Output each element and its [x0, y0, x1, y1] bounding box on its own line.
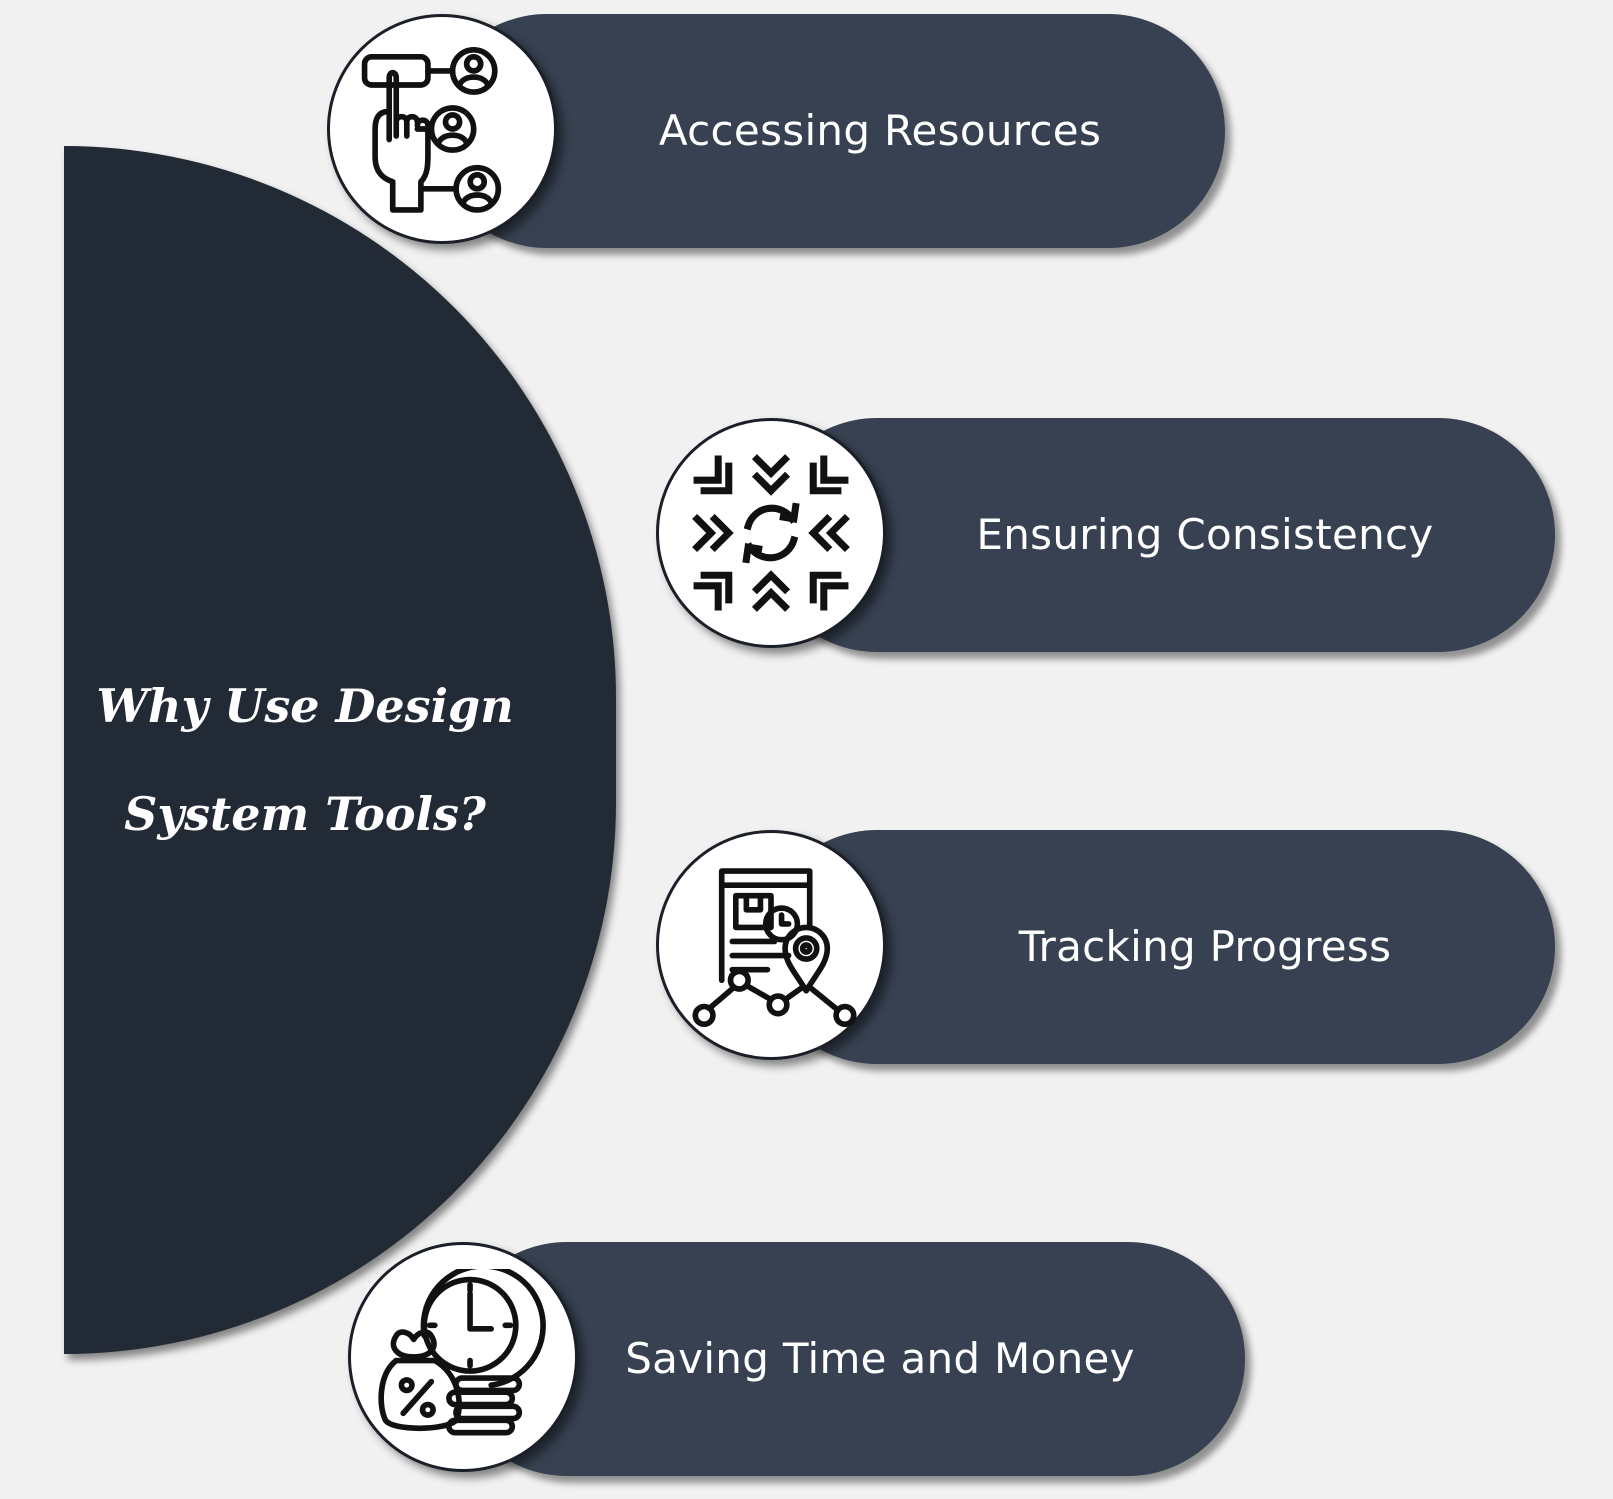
- item-label: Tracking Progress: [1018, 922, 1392, 971]
- resource-access-icon: [361, 46, 502, 213]
- title-line-2: System Tools?: [124, 787, 486, 841]
- title-line-1: Why Use Design: [96, 679, 514, 733]
- item-accessing-resources: Accessing Resources: [430, 14, 1225, 248]
- item-tracking-progress: Tracking Progress: [760, 830, 1555, 1064]
- page-title: Why Use Design System Tools?: [80, 652, 530, 868]
- consistency-sync-icon: [692, 454, 850, 612]
- time-money-icon: [378, 1269, 546, 1436]
- item-label: Saving Time and Money: [625, 1334, 1135, 1383]
- item-icon-badge: [656, 418, 886, 648]
- item-ensuring-consistency: Ensuring Consistency: [760, 418, 1555, 652]
- item-icon-badge: [327, 14, 557, 244]
- progress-tracking-icon: [692, 868, 857, 1028]
- item-label: Accessing Resources: [658, 106, 1102, 155]
- item-saving-time-money: Saving Time and Money: [450, 1242, 1245, 1476]
- item-icon-badge: [348, 1242, 578, 1472]
- item-icon-badge: [656, 830, 886, 1060]
- item-label: Ensuring Consistency: [976, 510, 1434, 559]
